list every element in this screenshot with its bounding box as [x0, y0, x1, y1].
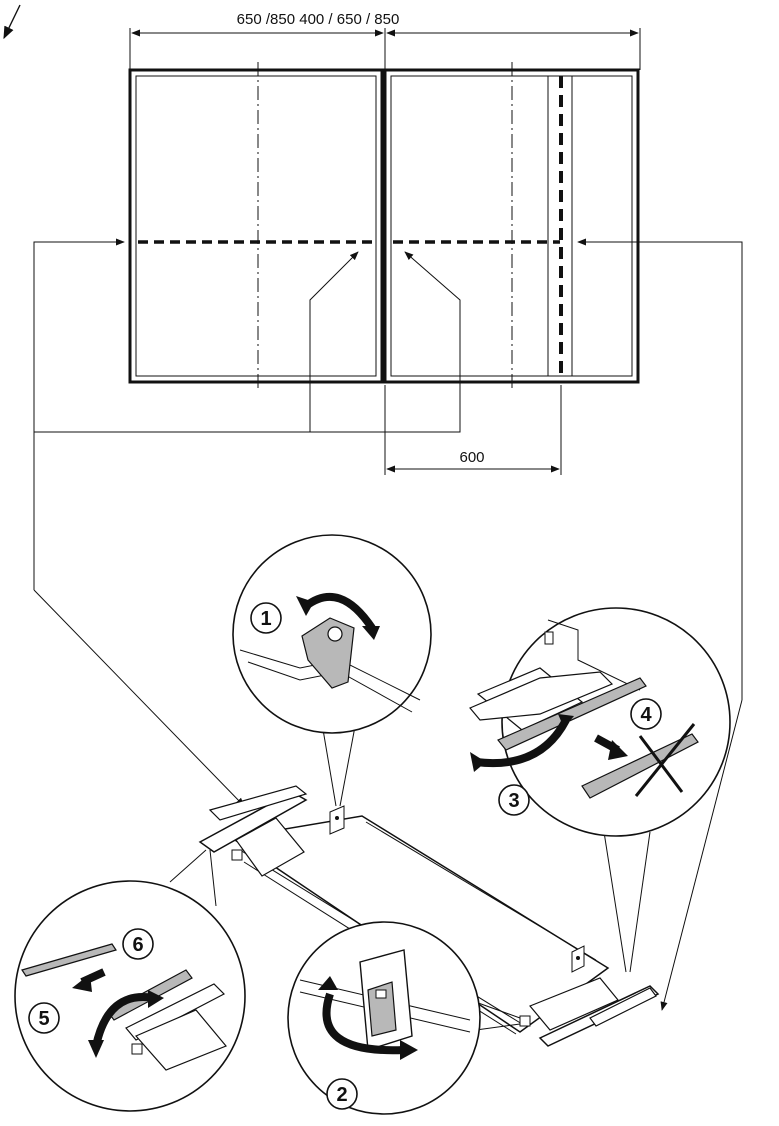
dimension-label-bottom: 600 [459, 449, 484, 466]
dimension-label-top: 650 /850 400 / 650 / 850 [237, 11, 400, 28]
step-number-6: 6 [132, 934, 143, 956]
step-number-2: 2 [336, 1084, 347, 1106]
detail-circle-2: 2 [287, 921, 521, 1115]
dimension-line-top: 650 /850 400 / 650 / 850 [129, 11, 641, 70]
detail-circle-1: 1 [232, 534, 432, 807]
step-badge-6 [122, 928, 154, 960]
step-number-3: 3 [508, 790, 519, 812]
detail-circle-3-4: 4 3 [469, 607, 731, 973]
step-number-1: 1 [260, 608, 271, 630]
step-number-4: 4 [640, 704, 652, 726]
step-badge-3 [498, 784, 530, 816]
dimension-line-bottom: 600 [384, 385, 562, 475]
step-badge-4 [630, 698, 662, 730]
corner-arrow [3, 4, 21, 40]
cabinet-right [383, 62, 640, 392]
leader-arrows [33, 432, 743, 1011]
detail-circle-5-6: 6 5 [14, 849, 246, 1112]
cabinet-left [128, 62, 384, 392]
step-number-5: 5 [38, 1008, 49, 1030]
step-badge-1 [250, 602, 282, 634]
step-badge-5 [28, 1002, 60, 1034]
step-badge-2 [326, 1078, 358, 1110]
